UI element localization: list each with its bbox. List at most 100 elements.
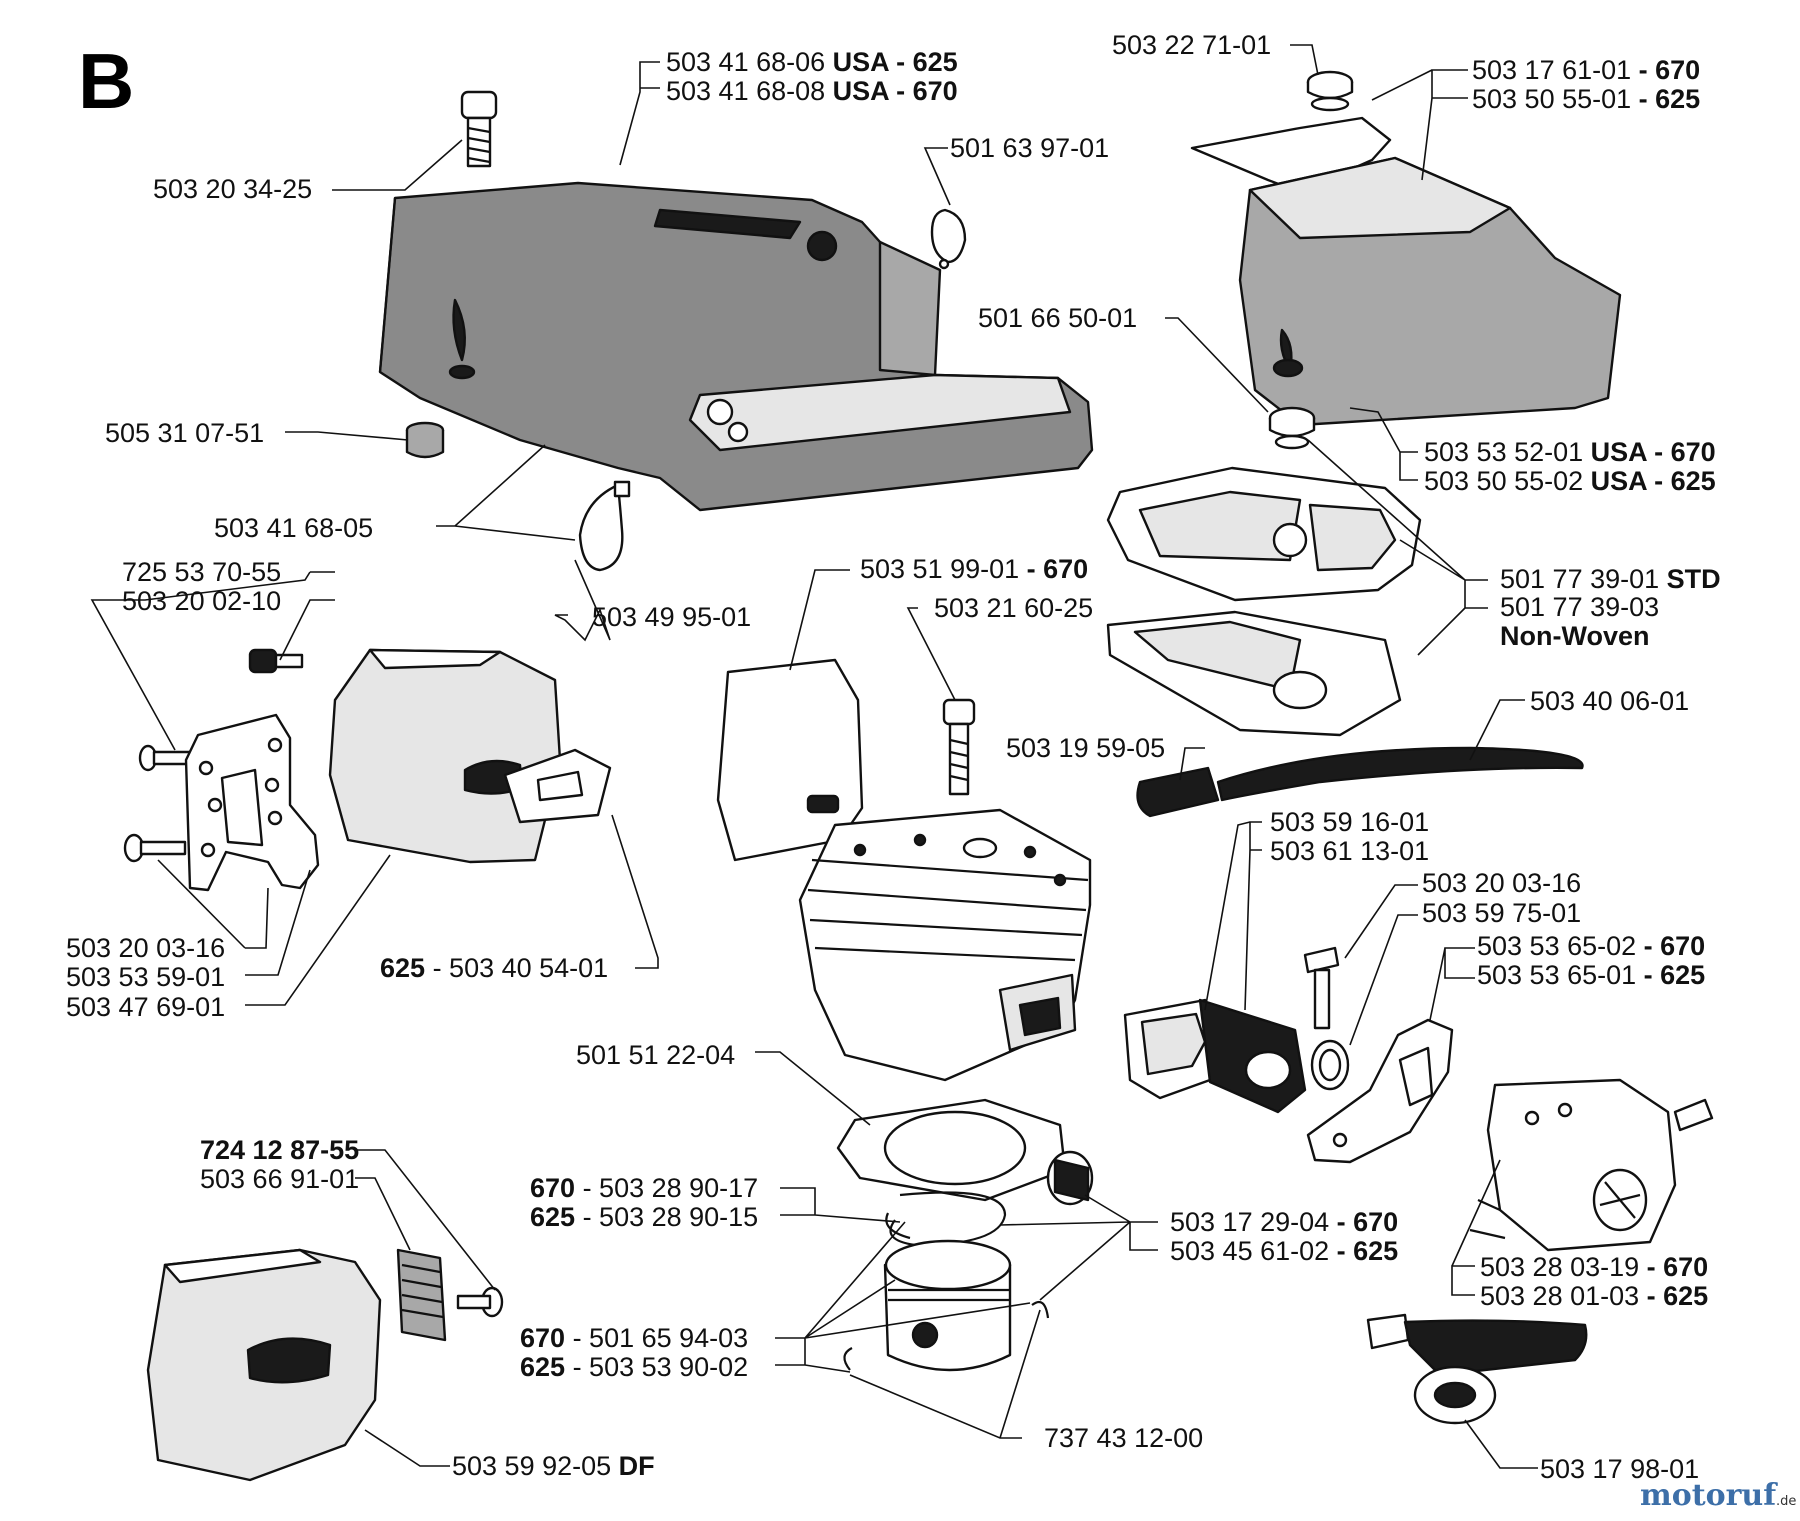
bracket-screw-upper-drawing bbox=[138, 744, 192, 772]
part-label-segment: - 625 bbox=[1639, 84, 1701, 114]
part-label-segment: USA - 625 bbox=[833, 47, 958, 77]
part-label-muffler-df: 503 59 92-05 DF bbox=[452, 1451, 655, 1481]
top-knob-drawing bbox=[1306, 70, 1354, 112]
part-label-screen: 503 66 91-01 bbox=[200, 1164, 359, 1194]
part-label-filter-lower-1: 503 53 52-01 USA - 670 bbox=[1424, 437, 1716, 467]
part-label-ring-625: 625 - 503 28 90-15 bbox=[530, 1202, 758, 1232]
part-label-segment: 503 53 59-01 bbox=[66, 962, 225, 992]
part-label-piston-670: 670 - 501 65 94-03 bbox=[520, 1323, 748, 1353]
part-label-segment: - 670 bbox=[1027, 554, 1089, 584]
part-label-segment: 503 41 68-08 bbox=[666, 76, 833, 106]
part-label-piston-625: 625 - 503 53 90-02 bbox=[520, 1352, 748, 1382]
part-label-fuel-hose: 503 40 06-01 bbox=[1530, 686, 1689, 716]
part-label-knob-filter: 501 66 50-01 bbox=[978, 303, 1137, 333]
part-label-segment: - 670 bbox=[1337, 1207, 1399, 1237]
part-label-screw-a: 725 53 70-55 bbox=[122, 557, 281, 587]
part-label-cyl-screw: 503 21 60-25 bbox=[934, 593, 1093, 623]
part-label-segment: 503 20 03-16 bbox=[66, 933, 225, 963]
watermark-text: motoruf bbox=[1640, 1478, 1778, 1513]
sleeve-drawing bbox=[405, 421, 445, 459]
part-label-segment: STD bbox=[1667, 564, 1721, 594]
part-label-intake-screw: 503 20 03-16 bbox=[1422, 868, 1581, 898]
part-label-circlip: 737 43 12-00 bbox=[1044, 1423, 1203, 1453]
part-label-segment: 670 bbox=[530, 1173, 575, 1203]
cylinder-screw-drawing bbox=[942, 698, 976, 796]
part-label-segment: 503 51 99-01 bbox=[860, 554, 1027, 584]
part-label-segment: - 501 65 94-03 bbox=[565, 1323, 748, 1353]
part-label-segment: USA - 625 bbox=[1591, 466, 1716, 496]
intake-screw-drawing bbox=[1303, 946, 1340, 1030]
part-label-segment: 503 50 55-02 bbox=[1424, 466, 1591, 496]
muffler-drawing bbox=[328, 648, 612, 864]
part-label-muffler: 503 47 69-01 bbox=[66, 992, 225, 1022]
part-label-segment: 725 53 70-55 bbox=[122, 557, 281, 587]
watermark: motoruf .de bbox=[1640, 1478, 1796, 1513]
part-label-segment: 625 bbox=[380, 953, 425, 983]
part-label-segment: 503 66 91-01 bbox=[200, 1164, 359, 1194]
watermark-suffix: .de bbox=[1776, 1494, 1796, 1509]
part-label-cover-1: 503 41 68-06 USA - 625 bbox=[666, 47, 958, 77]
part-label-segment: 505 31 07-51 bbox=[105, 418, 264, 448]
section-letter: B bbox=[78, 37, 134, 125]
part-label-segment: 503 17 98-01 bbox=[1540, 1454, 1699, 1484]
part-label-shield: 503 51 99-01 - 670 bbox=[860, 554, 1088, 584]
part-label-segment: 737 43 12-00 bbox=[1044, 1423, 1203, 1453]
cylinder-drawing bbox=[798, 808, 1092, 1082]
part-label-segment: 501 77 39-03 bbox=[1500, 592, 1659, 622]
part-label-segment: - 670 bbox=[1639, 55, 1701, 85]
part-label-cover-assembly: 503 41 68-05 bbox=[214, 513, 373, 543]
part-label-filter-lower-2: 503 50 55-02 USA - 625 bbox=[1424, 466, 1716, 496]
part-label-air-filter-1: 501 77 39-01 STD bbox=[1500, 564, 1721, 594]
part-label-segment: 503 17 29-04 bbox=[1170, 1207, 1337, 1237]
part-label-segment: 503 28 01-03 bbox=[1480, 1281, 1647, 1311]
part-label-segment: 503 21 60-25 bbox=[934, 593, 1093, 623]
piston-ring-drawing bbox=[885, 1191, 1007, 1247]
part-label-base-gasket: 501 51 22-04 bbox=[576, 1040, 735, 1070]
part-label-segment: 503 53 52-01 bbox=[1424, 437, 1591, 467]
part-label-sleeve: 505 31 07-51 bbox=[105, 418, 264, 448]
carburetor-drawing bbox=[1469, 1078, 1714, 1252]
screen-screw-drawing bbox=[456, 1286, 504, 1318]
filter-knob-drawing bbox=[1268, 406, 1316, 450]
air-filter-drawing bbox=[1106, 466, 1422, 737]
part-label-air-filter-3: Non-Woven bbox=[1500, 621, 1650, 651]
part-label-segment: 503 53 65-02 bbox=[1477, 931, 1644, 961]
part-label-segment: 503 47 69-01 bbox=[66, 992, 225, 1022]
base-gasket-drawing bbox=[836, 1098, 1067, 1202]
part-label-filter-cover-2: 503 50 55-01 - 625 bbox=[1472, 84, 1700, 114]
part-label-fuel-filter: 503 19 59-05 bbox=[1006, 733, 1165, 763]
part-label-intake-ring: 503 59 75-01 bbox=[1422, 898, 1581, 928]
fuel-filter-drawing bbox=[1136, 746, 1584, 818]
part-label-screw-top: 503 20 34-25 bbox=[153, 174, 312, 204]
bracket-screw-lower-drawing bbox=[123, 833, 187, 863]
part-label-segment: USA - 670 bbox=[1591, 437, 1716, 467]
part-label-carb-670: 503 28 03-19 - 670 bbox=[1480, 1252, 1708, 1282]
part-label-segment: - 503 40 54-01 bbox=[425, 953, 608, 983]
part-label-segment: 503 20 02-10 bbox=[122, 586, 281, 616]
part-label-segment: 503 17 61-01 bbox=[1472, 55, 1639, 85]
part-label-segment: 503 59 16-01 bbox=[1270, 807, 1429, 837]
cylinder-cover-drawing bbox=[378, 181, 1094, 512]
leader-lines bbox=[90, 44, 1538, 1469]
top-screw-drawing bbox=[460, 90, 498, 168]
part-label-muffler-gasket: 625 - 503 40 54-01 bbox=[380, 953, 608, 983]
part-label-carb-plate-2: 503 53 65-01 - 625 bbox=[1477, 960, 1705, 990]
part-label-segment: - 670 bbox=[1647, 1252, 1709, 1282]
part-label-segment: 503 41 68-05 bbox=[214, 513, 373, 543]
part-label-cover-2: 503 41 68-08 USA - 670 bbox=[666, 76, 958, 106]
adjustment-tool-drawing bbox=[1366, 1313, 1588, 1425]
part-label-segment: DF bbox=[619, 1451, 655, 1481]
part-label-screw-b: 503 20 02-10 bbox=[122, 586, 281, 616]
part-label-segment: - 503 28 90-17 bbox=[575, 1173, 758, 1203]
filter-cover-drawing bbox=[1190, 116, 1622, 427]
part-label-screen-screw: 724 12 87-55 bbox=[200, 1135, 359, 1165]
intake-ring-drawing bbox=[1310, 1039, 1350, 1091]
part-label-plug: 501 63 97-01 bbox=[950, 133, 1109, 163]
part-label-segment: USA - 670 bbox=[833, 76, 958, 106]
part-label-segment: 625 bbox=[530, 1202, 575, 1232]
part-label-segment: 503 61 13-01 bbox=[1270, 836, 1429, 866]
part-label-segment: - 625 bbox=[1337, 1236, 1399, 1266]
part-label-segment: 501 77 39-01 bbox=[1500, 564, 1667, 594]
